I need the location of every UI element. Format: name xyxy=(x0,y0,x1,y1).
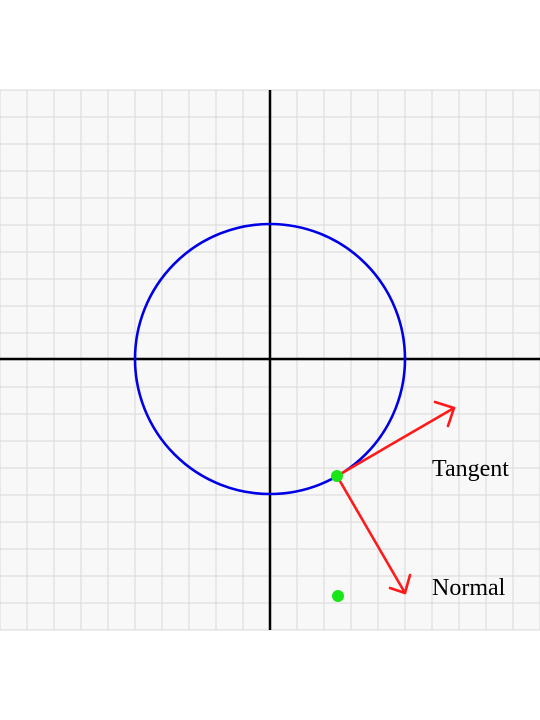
normal-vector xyxy=(335,474,412,595)
normal-arrowhead xyxy=(388,573,412,595)
tangent-arrowhead xyxy=(433,400,456,428)
tangent-label: Tangent xyxy=(432,456,509,482)
point-on-circle xyxy=(331,470,343,482)
unit-circle xyxy=(133,222,407,496)
normal-vector-shaft xyxy=(335,474,407,595)
secondary-point xyxy=(332,590,344,602)
tangent-vector xyxy=(335,400,456,478)
normal-label: Normal xyxy=(432,575,506,601)
tangent-vector-shaft xyxy=(335,406,456,478)
